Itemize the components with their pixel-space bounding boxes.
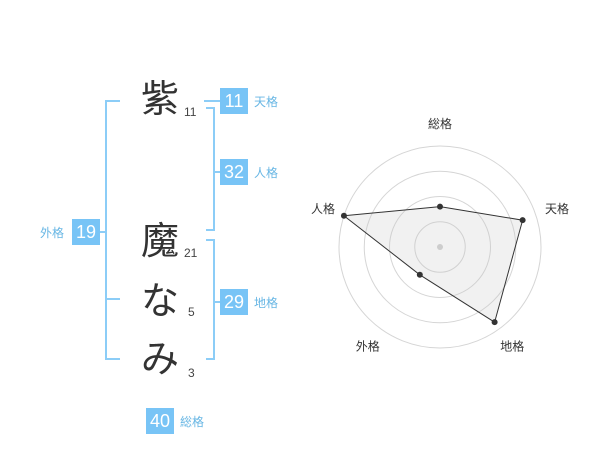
radar-point [519,217,526,224]
gaikaku-label: 外格 [40,226,65,240]
jinkaku-badge: 32 [220,159,248,185]
tenkaku-badge: 11 [220,88,248,114]
stroke-count-1: 11 [184,105,197,119]
radar-center [437,244,443,250]
radar-axis-label: 地格 [500,339,524,354]
radar-axis-label: 天格 [545,201,569,216]
stroke-count-4: 3 [188,366,195,380]
radar-point [416,271,423,278]
soukaku-label: 総格 [180,415,205,429]
name-char-2: 魔 [140,219,179,263]
stroke-count-3: 5 [188,305,195,319]
chikaku-badge: 29 [220,289,248,315]
jinkaku-label: 人格 [254,166,279,180]
name-char-3: な [140,279,179,323]
chikaku-label: 地格 [254,296,279,310]
radar-axis-label: 総格 [428,116,452,131]
name-char-1: 紫 [140,77,179,121]
gaikaku-bracket [105,100,120,360]
radar-axis-label: 人格 [311,201,335,216]
gaikaku-badge: 19 [72,219,100,245]
radar-point [491,319,498,326]
radar-point [340,212,347,219]
radar-ring [414,221,466,273]
name-char-4: み [140,337,179,381]
tenkaku-label: 天格 [254,95,279,109]
radar-series-polygon [342,206,524,323]
radar-axis-label: 外格 [356,339,380,354]
radar-ring [338,145,542,349]
stroke-count-2: 21 [184,246,198,260]
radar-ring [389,196,491,298]
soukaku-badge: 40 [146,408,174,434]
jinkaku-bracket [206,107,215,231]
chikaku-bracket [206,239,215,360]
radar-point [437,203,443,210]
